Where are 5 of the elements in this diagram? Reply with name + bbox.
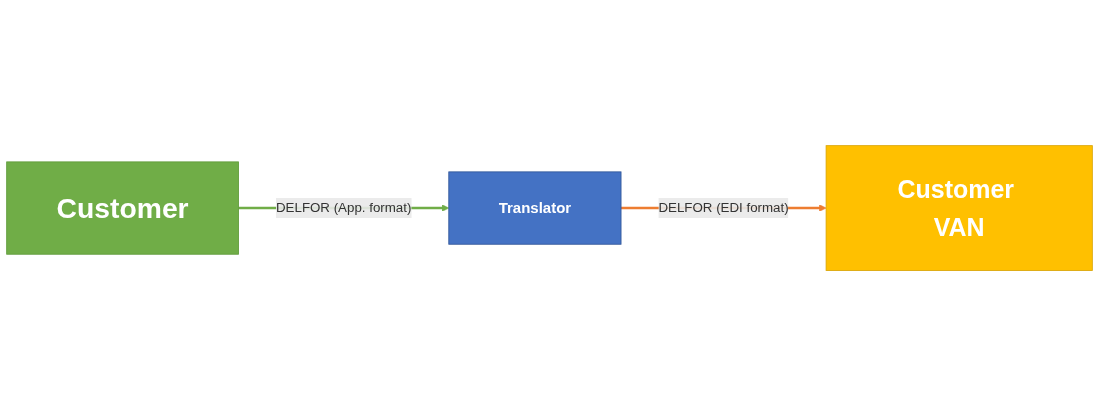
node-box: Customer VAN	[825, 145, 1093, 272]
node-box: Translator	[448, 171, 622, 246]
node-box: Customer	[6, 161, 239, 256]
edge-label: DELFOR (EDI format)	[658, 201, 789, 216]
edge-label: DELFOR (App. format)	[275, 201, 412, 216]
